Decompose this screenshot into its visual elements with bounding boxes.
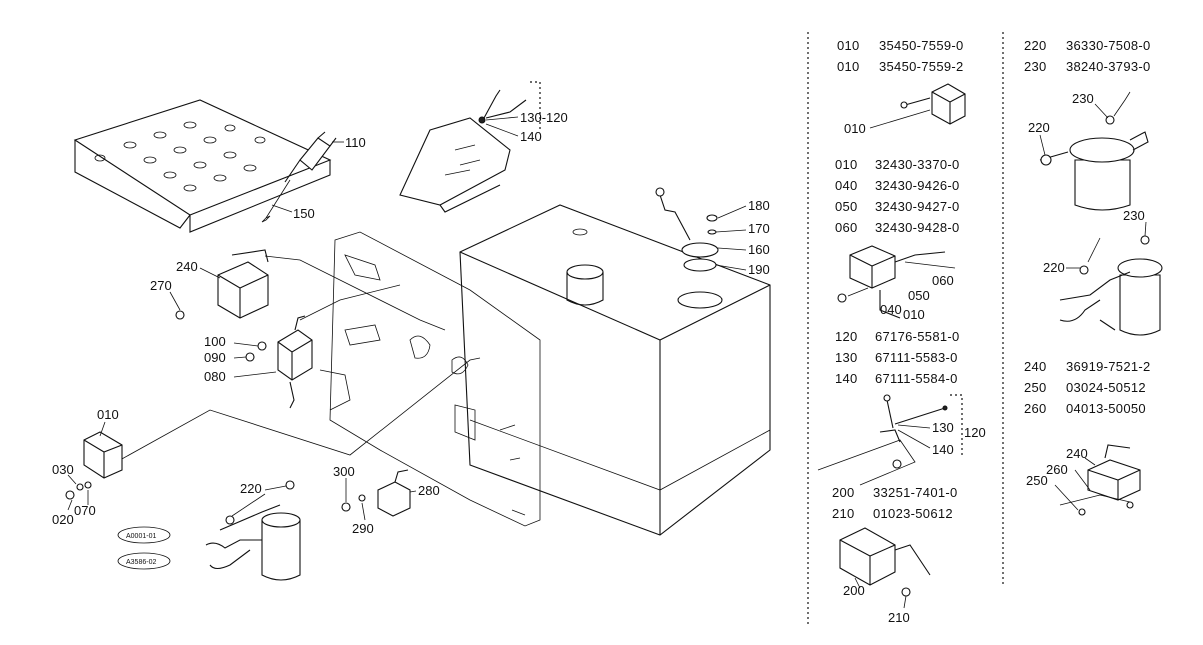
- list-part: 32430-9428-0: [875, 220, 960, 235]
- list-part: 04013-50050: [1066, 401, 1146, 416]
- side-filter-b-drawing: [1059, 221, 1163, 336]
- side-callout-230-b: 230: [1123, 208, 1145, 223]
- side-callout-140: 140: [932, 442, 954, 457]
- callout-030: 030: [52, 462, 74, 477]
- callout-270: 270: [150, 278, 172, 293]
- fuel-tank-drawing: [459, 204, 771, 536]
- list-part: 32430-3370-0: [875, 157, 960, 172]
- relay-280-drawing: [341, 469, 417, 521]
- side-callout-200: 200: [843, 583, 865, 598]
- list-part: 03024-50512: [1066, 380, 1146, 395]
- callout-190: 190: [748, 262, 770, 277]
- seat-bracket-drawing: [399, 81, 541, 213]
- side-callout-240: 240: [1066, 446, 1088, 461]
- callout-180: 180: [748, 198, 770, 213]
- fuel-filter-220-drawing: [205, 480, 301, 581]
- side-relay-010-drawing: [837, 245, 956, 319]
- list-part: 35450-7559-2: [879, 59, 964, 74]
- relay-080-drawing: [233, 315, 313, 409]
- list-part: 32430-9427-0: [875, 199, 960, 214]
- side-callout-130: 130: [932, 420, 954, 435]
- list-ref: 060: [835, 220, 858, 235]
- list-ref: 010: [837, 59, 860, 74]
- list-part: 67111-5584-0: [875, 371, 958, 386]
- side-callout-220-a: 220: [1028, 120, 1050, 135]
- side-callout-250: 250: [1026, 473, 1048, 488]
- callout-080: 080: [204, 369, 226, 384]
- side-callout-220-b: 220: [1043, 260, 1065, 275]
- callout-290: 290: [352, 521, 374, 536]
- callout-140-top: 140: [520, 129, 542, 144]
- callout-020: 020: [52, 512, 74, 527]
- list-ref: 260: [1024, 401, 1047, 416]
- relay-240-drawing: [169, 249, 269, 320]
- switch-110-drawing: [261, 131, 344, 223]
- side-seat-switch-drawing: [817, 394, 963, 486]
- floor-plate-drawing: [73, 99, 332, 233]
- callout-130-120: 130-120: [520, 110, 568, 125]
- side-callout-260: 260: [1046, 462, 1068, 477]
- callout-300: 300: [333, 464, 355, 479]
- side-callout-210: 210: [888, 610, 910, 625]
- list-ref: 050: [835, 199, 858, 214]
- list-part: 32430-9426-0: [875, 178, 960, 193]
- list-ref: 120: [835, 329, 858, 344]
- list-ref: 010: [837, 38, 860, 53]
- side-callout-230-a: 230: [1072, 91, 1094, 106]
- callout-070: 070: [74, 503, 96, 518]
- list-ref: 140: [835, 371, 858, 386]
- side-callout-120: 120: [964, 425, 986, 440]
- list-ref: 250: [1024, 380, 1047, 395]
- wiring-lines: [119, 255, 481, 461]
- list-ref: 230: [1024, 59, 1047, 74]
- list-ref: 010: [835, 157, 858, 172]
- side-callout-010-b: 010: [903, 307, 925, 322]
- list-ref: 240: [1024, 359, 1047, 374]
- callout-090: 090: [204, 350, 226, 365]
- side-callout-040: 040: [880, 302, 902, 317]
- callout-150: 150: [293, 206, 315, 221]
- side-callout-010: 010: [844, 121, 866, 136]
- list-ref: 130: [835, 350, 858, 365]
- side-callout-060: 060: [932, 273, 954, 288]
- side-relay-200-drawing: [839, 527, 931, 609]
- side-solenoid-010-drawing: [869, 83, 966, 129]
- solenoid-010-drawing: [65, 421, 123, 511]
- callout-170: 170: [748, 221, 770, 236]
- list-ref: 220: [1024, 38, 1047, 53]
- list-ref: 200: [832, 485, 855, 500]
- list-ref: 210: [832, 506, 855, 521]
- list-part: 33251-7401-0: [873, 485, 958, 500]
- callout-240: 240: [176, 259, 198, 274]
- callout-010: 010: [97, 407, 119, 422]
- list-part: 67111-5583-0: [875, 350, 958, 365]
- stamp-a-text: A0001-01: [126, 533, 156, 540]
- stamp-b-text: A3586-02: [126, 559, 156, 566]
- list-part: 01023-50612: [873, 506, 953, 521]
- side-regulator-drawing: [1054, 444, 1141, 516]
- side-callout-050: 050: [908, 288, 930, 303]
- frame-panel-drawing: [319, 231, 541, 527]
- callout-110: 110: [345, 135, 366, 150]
- list-part: 38240-3793-0: [1066, 59, 1151, 74]
- callout-160: 160: [748, 242, 770, 257]
- list-ref: 040: [835, 178, 858, 193]
- stamp-b: A3586-02: [117, 552, 171, 570]
- fuel-sender-drawing: [655, 187, 747, 272]
- side-filter-a-drawing: [1039, 91, 1149, 211]
- callout-280: 280: [418, 483, 440, 498]
- list-part: 36919-7521-2: [1066, 359, 1151, 374]
- list-part: 67176-5581-0: [875, 329, 960, 344]
- list-part: 36330-7508-0: [1066, 38, 1151, 53]
- callout-220: 220: [240, 481, 262, 496]
- stamp-a: A0001-01: [117, 526, 171, 544]
- callout-100: 100: [204, 334, 226, 349]
- list-part: 35450-7559-0: [879, 38, 964, 53]
